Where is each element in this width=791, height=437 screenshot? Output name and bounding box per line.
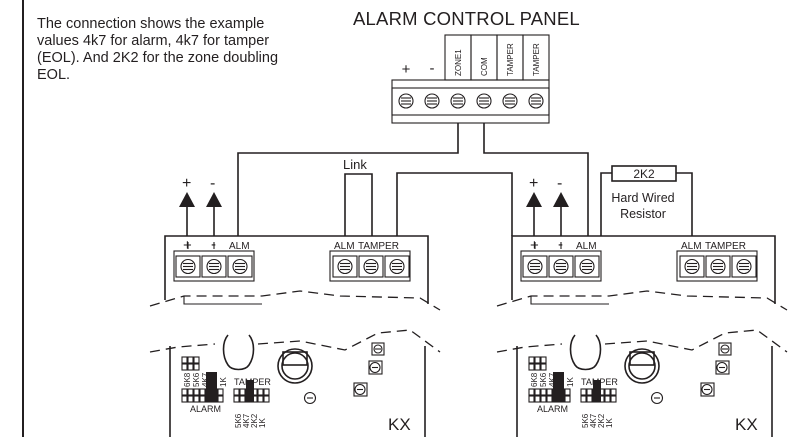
power-minus-label-left: - (210, 175, 215, 192)
tamper-1k-left: 1K (258, 418, 267, 428)
power-arrows-right: + - (526, 175, 569, 236)
description-text: The connection shows the example values … (37, 16, 279, 83)
resistor-caption-line-1: Hard Wired (611, 191, 674, 205)
alarm-jumper-right (553, 372, 564, 402)
terminal-tamper-right: TAMPER (705, 241, 746, 252)
jumper-4k7-left: 4K7 (201, 372, 210, 387)
tamper-2k2-right: 2K2 (597, 413, 606, 428)
terminal-alm-right: ALM (576, 241, 597, 252)
terminal-minus-right: - (558, 236, 563, 253)
terminal-tamper-left: TAMPER (358, 241, 399, 252)
terminal-plus-right: + (530, 237, 539, 254)
tamper-label-left: TAMPER (234, 377, 271, 387)
power-arrows-left: + - (179, 175, 222, 236)
model-label-left: KX (388, 415, 411, 434)
terminal-alm-left: ALM (229, 241, 250, 252)
panel-terminal-tamper-1: TAMPER (506, 43, 515, 76)
jumper-5k6-left: 5K6 (192, 372, 201, 387)
panel-terminal-zone1: ZONE1 (454, 49, 463, 76)
jumper-6k8-left: 6K8 (183, 372, 192, 387)
tamper-jumper-left (246, 380, 254, 402)
power-plus-label-right: + (529, 175, 538, 192)
panel-terminal-com: COM (480, 57, 489, 76)
jumper-4k7-right: 4K7 (548, 372, 557, 387)
tamper-4k7-right: 4K7 (589, 413, 598, 428)
control-panel-terminal-block: + - ZONE1 COM TAMPER TAMPER (391, 34, 550, 124)
terminal-plus-left: + (183, 237, 192, 254)
jumper-5k6-right: 5K6 (539, 372, 548, 387)
alarm-label-left: ALARM (190, 404, 221, 414)
detector-left-lower: 6K8 5K6 4K7 1K ALARM TAMPER 5K6 4K7 2K2 … (149, 329, 441, 437)
resistor-caption-line-2: Resistor (620, 207, 666, 221)
alarm-jumper-left (206, 372, 217, 402)
panel-terminal-plus: + (402, 61, 411, 78)
power-plus-label-left: + (182, 175, 191, 192)
tamper-2k2-left: 2K2 (250, 413, 259, 428)
terminal-alm2-right: ALM (681, 241, 702, 252)
terminal-minus-left: - (211, 236, 216, 253)
panel-title: ALARM CONTROL PANEL (353, 8, 580, 29)
alarm-label-right: ALARM (537, 404, 568, 414)
terminal-alm2-left: ALM (334, 241, 355, 252)
detector-right-lower: 6K8 5K6 4K7 1K ALARM TAMPER 5K6 4K7 2K2 … (496, 329, 788, 437)
tamper-label-right: TAMPER (581, 377, 618, 387)
model-label-right: KX (735, 415, 758, 434)
power-minus-label-right: - (557, 175, 562, 192)
wiring (237, 123, 693, 236)
jumper-1k-left: 1K (219, 377, 228, 387)
jumper-6k8-right: 6K8 (530, 372, 539, 387)
tamper-5k6-left: 5K6 (234, 413, 243, 428)
jumper-1k-right: 1K (566, 377, 575, 387)
tamper-4k7-left: 4K7 (242, 413, 251, 428)
hard-wired-resistor: 2K2 Hard Wired Resistor (611, 165, 677, 221)
panel-terminal-tamper-2: TAMPER (532, 43, 541, 76)
left-border-line (22, 0, 24, 437)
tamper-jumper-right (593, 380, 601, 402)
link-label: Link (343, 157, 367, 172)
resistor-value: 2K2 (633, 167, 655, 181)
tamper-5k6-right: 5K6 (581, 413, 590, 428)
detector-left-upper: + - ALM ALM TAMPER (149, 235, 441, 311)
panel-terminal-minus: - (430, 60, 435, 77)
tamper-1k-right: 1K (605, 418, 614, 428)
detector-right-upper: + - ALM ALM TAMPER (496, 235, 788, 311)
